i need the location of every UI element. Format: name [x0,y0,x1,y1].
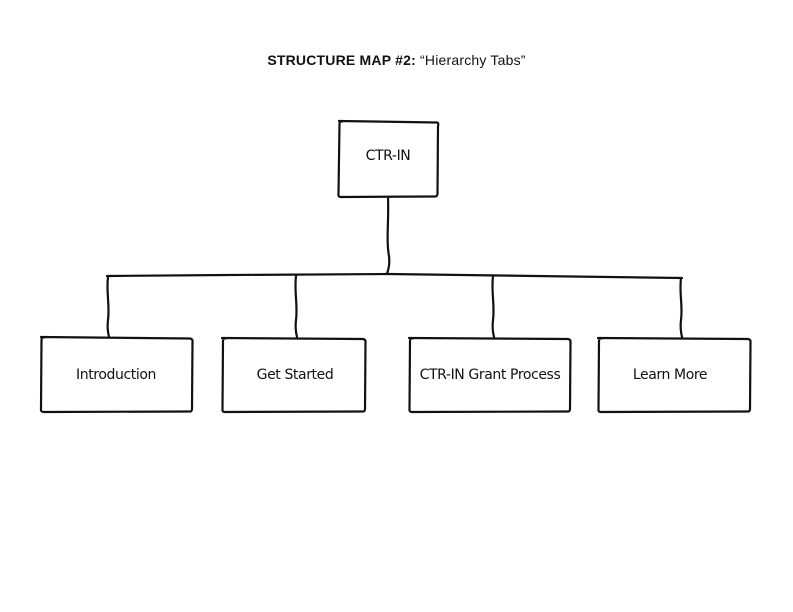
child-node-box [407,336,572,414]
child-node-label: Learn More [633,367,707,383]
child-node-label: Introduction [76,367,156,383]
child-node-label: Get Started [257,367,334,383]
branch-connector-3 [491,274,496,339]
child-node-get-started: Get Started [220,336,367,414]
branch-connector-2 [294,274,299,339]
branch-connector-1 [106,275,111,339]
title-name: “Hierarchy Tabs” [420,52,526,68]
root-node: CTR-IN [337,119,440,199]
child-node-grant-process: CTR-IN Grant Process [407,336,572,414]
horizontal-connector [105,272,684,280]
child-node-learn-more: Learn More [596,336,752,414]
root-node-label: CTR-IN [366,148,411,164]
child-node-box [220,336,367,414]
root-node-box [337,119,440,199]
branch-connector-4 [679,276,684,339]
child-node-box [596,336,752,414]
child-node-box [39,335,194,414]
child-node-label: CTR-IN Grant Process [420,367,561,383]
title-label: STRUCTURE MAP #2: [267,52,416,68]
child-node-introduction: Introduction [39,335,194,414]
page-title: STRUCTURE MAP #2: “Hierarchy Tabs” [0,52,793,68]
root-connector [385,195,391,276]
